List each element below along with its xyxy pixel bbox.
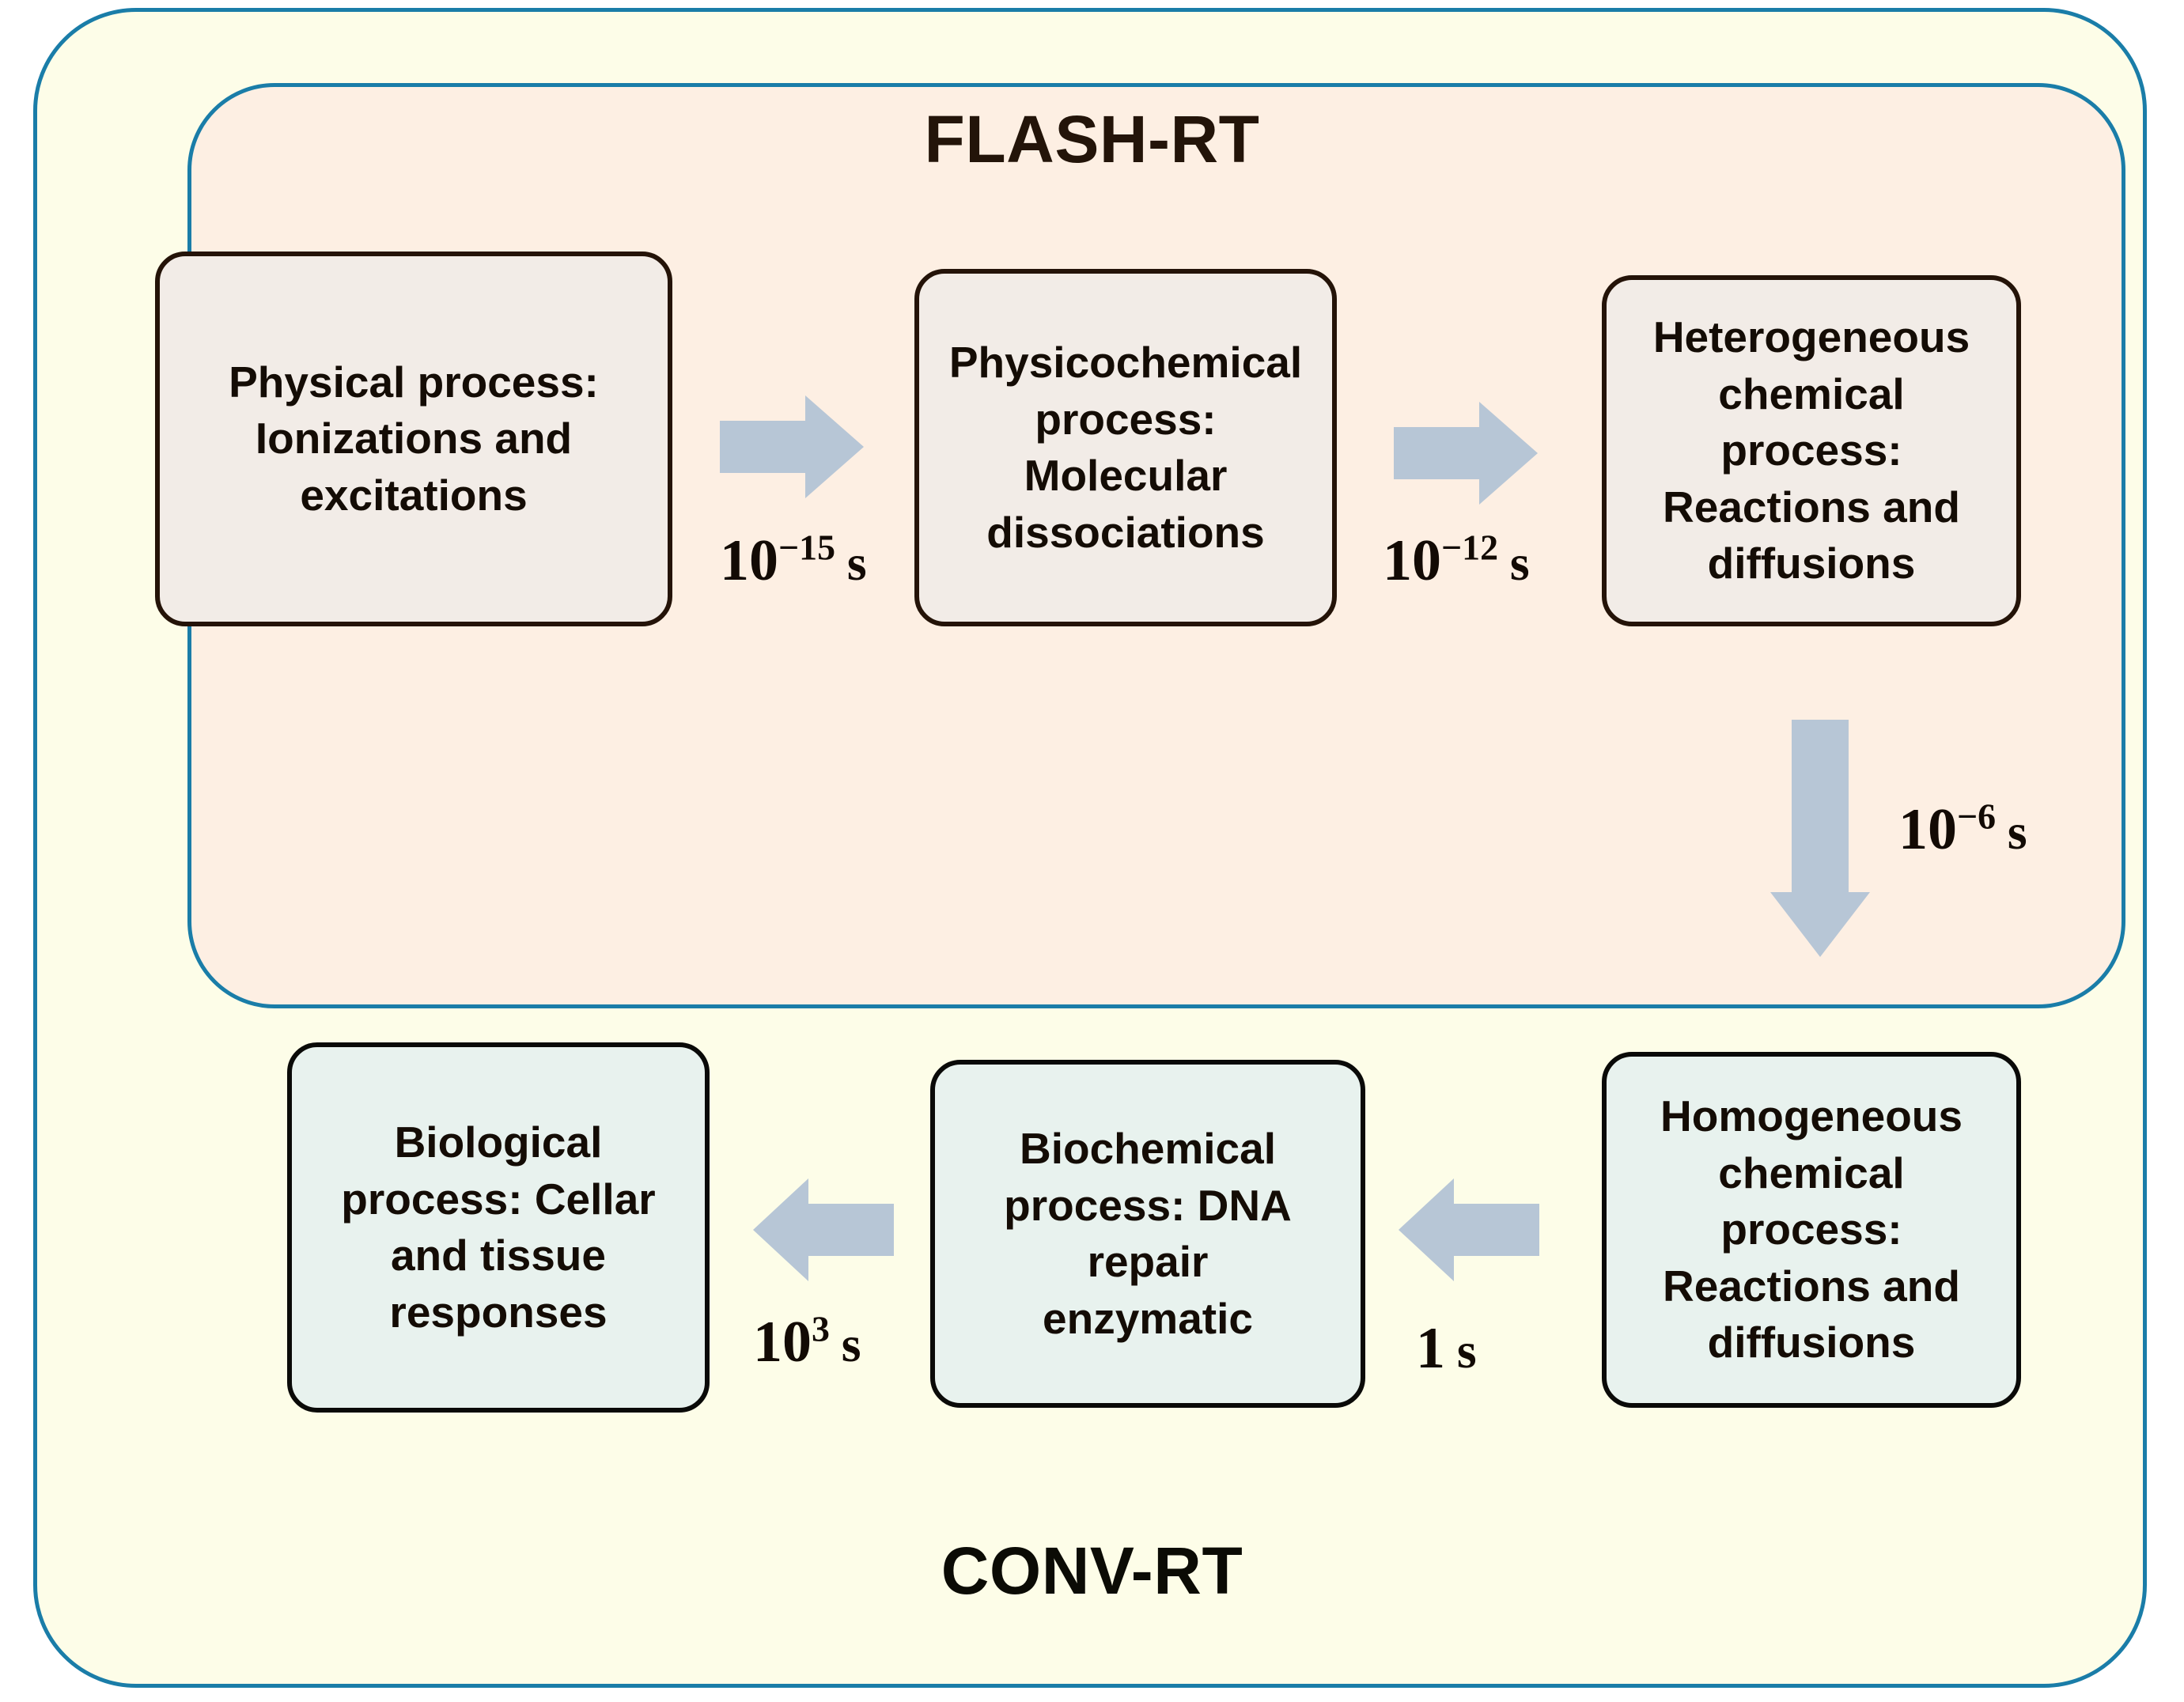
- flash-rt-title: FLASH-RT: [924, 102, 1260, 176]
- arrow-right-icon-1: [720, 395, 864, 498]
- process-box-physical-label: Physical process: Ionizations and excita…: [229, 357, 599, 520]
- time-unit-4: s: [1456, 1322, 1477, 1379]
- time-label-5: 103 s: [753, 1311, 861, 1372]
- time-base-3: 10: [1898, 797, 1957, 862]
- conv-rt-title: CONV-RT: [941, 1534, 1243, 1608]
- time-unit-1: s: [846, 535, 867, 591]
- time-label-4: 1 s: [1416, 1319, 1477, 1378]
- arrow-down-icon-3: [1770, 720, 1870, 957]
- process-box-homogeneous[interactable]: Homogeneous chemical process: Reactions …: [1602, 1052, 2021, 1408]
- process-box-physical[interactable]: Physical process: Ionizations and excita…: [155, 252, 672, 626]
- time-base-5: 10: [753, 1310, 812, 1375]
- arrow-left-icon-4: [1399, 1178, 1539, 1281]
- process-box-biochemical-label: Biochemical process: DNA repair enzymati…: [1004, 1124, 1292, 1343]
- process-box-physicochemical[interactable]: Physicochemical process: Molecular disso…: [914, 269, 1337, 626]
- time-exponent-3: −6: [1957, 796, 1997, 837]
- time-base-4: 1: [1416, 1316, 1445, 1381]
- time-exponent-1: −15: [778, 527, 836, 568]
- time-label-1: 10−15 s: [720, 528, 867, 593]
- process-box-biological-label: Biological process: Cellar and tissue re…: [341, 1118, 656, 1337]
- time-exponent-5: 3: [812, 1308, 830, 1349]
- time-unit-3: s: [2007, 804, 2027, 860]
- time-base-2: 10: [1383, 528, 1441, 593]
- time-base-1: 10: [720, 528, 778, 593]
- time-unit-5: s: [841, 1316, 861, 1372]
- arrow-right-icon-2: [1394, 402, 1538, 505]
- time-unit-2: s: [1509, 535, 1530, 591]
- process-box-homogeneous-label: Homogeneous chemical process: Reactions …: [1660, 1091, 1963, 1367]
- time-label-3: 10−6 s: [1898, 797, 2027, 862]
- arrow-left-icon-5: [753, 1178, 894, 1281]
- process-box-heterogeneous-label: Heterogeneous chemical process: Reaction…: [1652, 312, 1970, 588]
- process-box-biological[interactable]: Biological process: Cellar and tissue re…: [287, 1042, 710, 1413]
- time-exponent-2: −12: [1441, 527, 1499, 568]
- process-box-physicochemical-label: Physicochemical process: Molecular disso…: [948, 338, 1303, 557]
- process-box-heterogeneous[interactable]: Heterogeneous chemical process: Reaction…: [1602, 275, 2021, 626]
- time-label-2: 10−12 s: [1383, 528, 1530, 593]
- process-box-biochemical[interactable]: Biochemical process: DNA repair enzymati…: [930, 1060, 1365, 1408]
